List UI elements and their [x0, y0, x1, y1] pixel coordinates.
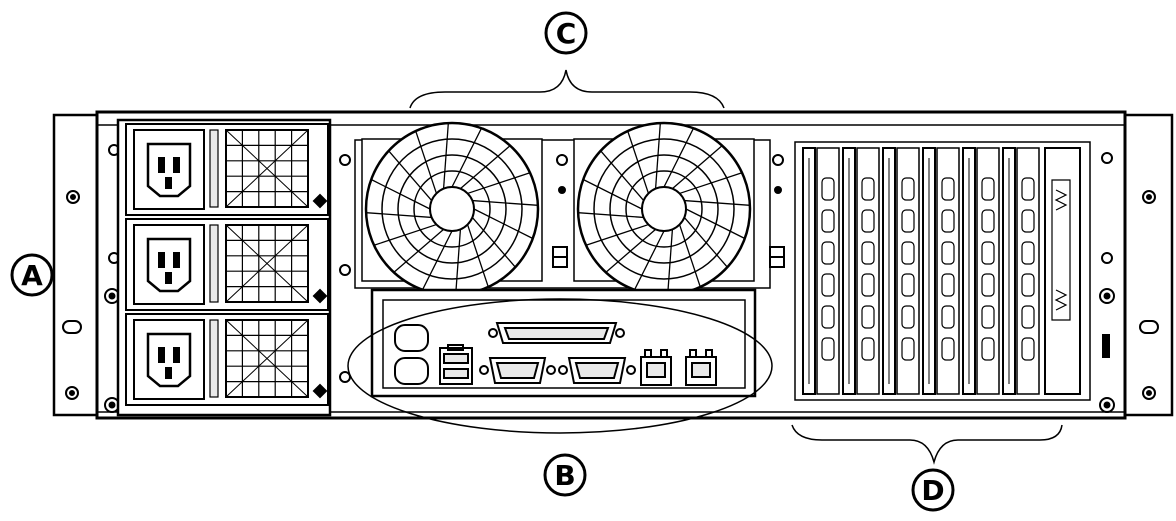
- callout-c: C: [544, 11, 588, 55]
- psu-vent-grille: [225, 224, 309, 303]
- callout-a: A: [10, 253, 54, 297]
- power-supply-bays: [116, 118, 332, 417]
- serial-port-icon: [479, 357, 556, 384]
- blank-slot-cover: [1044, 147, 1081, 395]
- expansion-slots: [802, 147, 1040, 395]
- lan-port-icon: [685, 349, 717, 386]
- power-supply-bay: [125, 123, 329, 216]
- expansion-slot-cover: [1002, 147, 1040, 395]
- serial-port-icon: [558, 357, 636, 384]
- parallel-port-icon: [488, 322, 625, 344]
- slot-brace: [791, 424, 1063, 465]
- io-panel: [370, 288, 757, 398]
- ac-inlet-icon: [133, 319, 205, 400]
- left-rack-ear: [52, 113, 101, 417]
- expansion-slot-cover: [842, 147, 880, 395]
- left-ear-screws: [62, 144, 120, 413]
- ac-inlet-icon: [133, 224, 205, 305]
- callout-d: D: [911, 468, 955, 512]
- fans: [361, 121, 755, 297]
- power-supply-bay: [125, 313, 329, 406]
- power-supply-bay: [125, 218, 329, 311]
- psu-vent-grille: [225, 319, 309, 398]
- psu-vent-grille: [225, 129, 309, 208]
- expansion-slot-cover: [882, 147, 920, 395]
- lan-port-icon: [640, 349, 672, 386]
- fan-section: [339, 121, 785, 383]
- expansion-slot-cover: [802, 147, 840, 395]
- callout-leaders: [347, 69, 1063, 465]
- callout-b: B: [543, 453, 587, 497]
- cooling-fan-icon: [361, 121, 543, 297]
- svg-text:C: C: [556, 17, 577, 50]
- expansion-slot-cover: [962, 147, 1000, 395]
- expansion-slot-cover: [922, 147, 960, 395]
- svg-text:A: A: [21, 259, 43, 292]
- right-ear-screws: [1099, 152, 1159, 413]
- svg-text:B: B: [554, 459, 575, 492]
- svg-text:D: D: [921, 474, 944, 507]
- usb-port-icon: [439, 344, 473, 385]
- io-panel-ellipse: [347, 298, 773, 434]
- ac-inlet-icon: [133, 129, 205, 210]
- fan-brace: [409, 69, 725, 109]
- ps2-port-icon: [394, 324, 429, 385]
- right-rack-ear: [1122, 113, 1174, 417]
- expansion-slots-section: [794, 141, 1091, 401]
- cooling-fan-icon: [573, 121, 755, 297]
